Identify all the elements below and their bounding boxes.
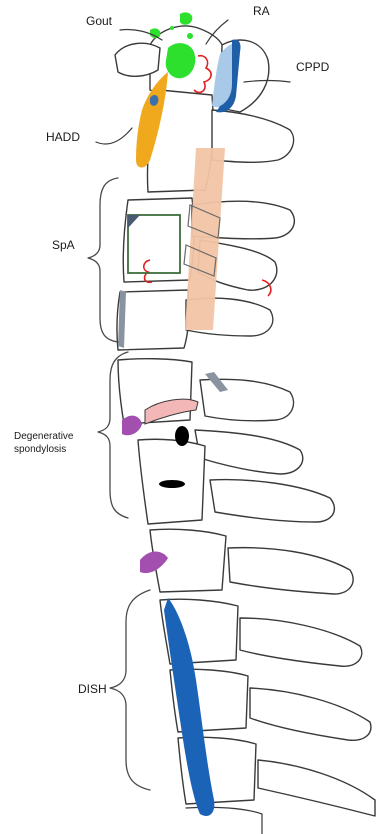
label-spa: SpA: [52, 238, 75, 252]
label-hadd: HADD: [46, 130, 80, 144]
label-gout: Gout: [86, 14, 112, 28]
label-cppd: CPPD: [296, 60, 329, 74]
label-ra: RA: [253, 4, 270, 18]
vertebra-c7: [150, 529, 353, 594]
label-degenerative-spondylosis: Degenerative spondylosis: [14, 430, 73, 456]
label-degenerative-line2: spondylosis: [14, 443, 73, 456]
label-dish: DISH: [78, 682, 107, 696]
label-degenerative-line1: Degenerative: [14, 430, 73, 443]
